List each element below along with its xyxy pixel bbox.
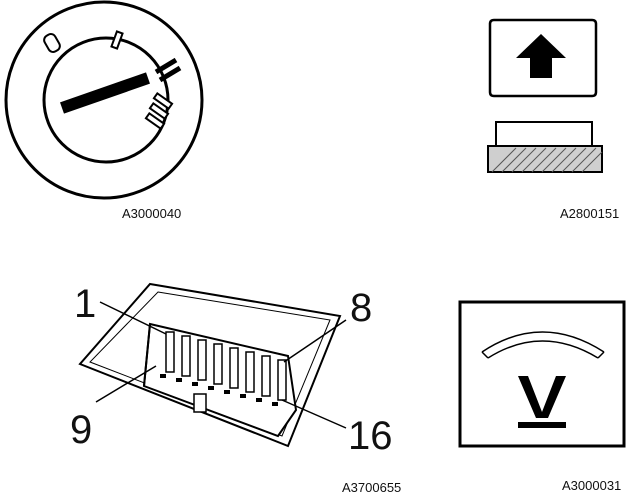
- ignition-switch-figure: [0, 0, 210, 200]
- ignition-switch-icon: [4, 0, 204, 200]
- diagnostic-connector-figure: 1 8 9 16: [70, 276, 400, 466]
- figure-code-voltmeter: A3000031: [562, 478, 622, 493]
- figure-code-ignition: A3000040: [122, 206, 182, 221]
- ignition-position-II: [154, 57, 182, 83]
- ignition-position-III: [144, 91, 174, 131]
- arrow-button-icon: [487, 18, 603, 173]
- ignition-position-0: [43, 33, 61, 53]
- diagnostic-connector-icon: [78, 282, 347, 448]
- voltmeter-figure: [458, 300, 628, 450]
- up-arrow-icon: [516, 34, 566, 78]
- pin-label-16: 16: [348, 414, 393, 458]
- ignition-position-I: [110, 30, 124, 50]
- figure-code-connector: A3700655: [342, 480, 402, 495]
- voltmeter-icon: [458, 300, 626, 448]
- arrow-button-figure: [486, 14, 606, 184]
- pin-label-1: 1: [74, 282, 97, 326]
- figure-code-arrow-button: A2800151: [560, 206, 620, 221]
- pin-label-8: 8: [350, 286, 373, 330]
- pin-label-9: 9: [70, 408, 93, 452]
